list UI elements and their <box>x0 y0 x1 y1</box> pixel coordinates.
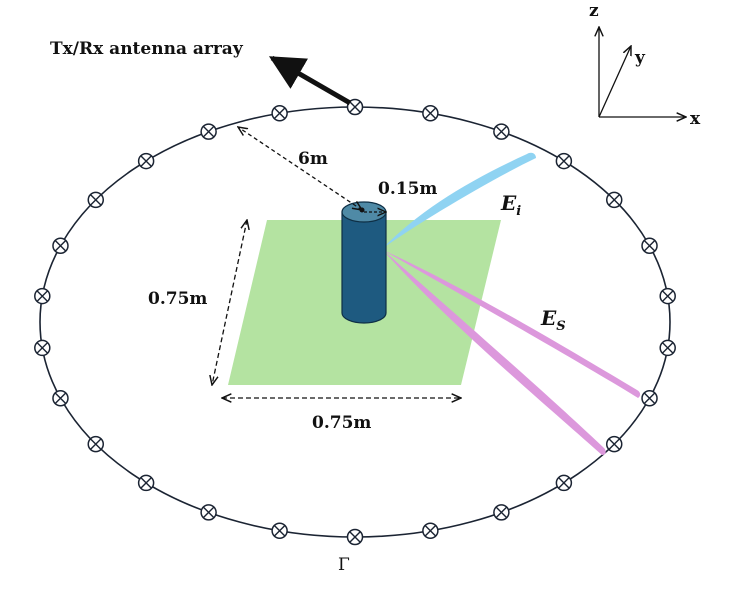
plane-depth-dimension-line <box>212 220 247 385</box>
antenna-element <box>87 191 105 209</box>
antenna-element <box>346 528 364 546</box>
antenna-element <box>346 98 364 116</box>
antenna-element <box>555 152 573 170</box>
plane-width-label: 0.75m <box>312 413 371 433</box>
antenna-element <box>422 522 439 540</box>
antenna-element <box>641 237 658 255</box>
x-axis-label: x <box>690 109 701 129</box>
antenna-element <box>271 522 288 540</box>
antenna-element <box>34 287 51 305</box>
antenna-element <box>605 435 623 453</box>
antenna-element <box>34 339 51 357</box>
plane-depth-label: 0.75m <box>148 289 207 309</box>
antenna-element <box>659 287 676 305</box>
coordinate-axes: z y x <box>589 1 701 129</box>
antenna-element <box>493 504 510 521</box>
incident-beam <box>383 152 536 248</box>
scattered-beam-lower <box>383 250 606 455</box>
antenna-element <box>641 389 658 407</box>
antenna-element <box>200 123 217 140</box>
antenna-element <box>555 474 573 492</box>
radius-label: 6m <box>298 149 328 169</box>
antenna-element <box>200 504 217 521</box>
antenna-element <box>137 474 155 492</box>
antenna-element <box>422 104 439 122</box>
cylinder-radius-label: 0.15m <box>378 179 437 199</box>
cylinder-target <box>341 201 387 324</box>
antenna-array-label: Tx/Rx antenna array <box>50 39 244 59</box>
contour-label: Γ <box>338 555 350 575</box>
radius-dimension-line <box>238 127 362 210</box>
antenna-element <box>605 191 623 209</box>
z-axis-label: z <box>589 1 599 21</box>
antenna-element <box>52 237 69 255</box>
antenna-element <box>87 435 105 453</box>
incident-field-label: Ei <box>500 191 521 219</box>
cylinder-center-dot <box>359 207 365 213</box>
antenna-pointer-arrow <box>268 55 352 106</box>
y-axis-label: y <box>634 48 646 68</box>
antenna-element <box>493 123 510 140</box>
antenna-element <box>271 104 288 122</box>
scattered-beam-upper <box>383 250 641 398</box>
antenna-element <box>659 339 676 357</box>
antenna-element <box>137 152 155 170</box>
y-axis <box>598 46 631 118</box>
antenna-element <box>52 389 69 407</box>
scattered-field-label: ES <box>540 306 566 334</box>
antenna-elements <box>34 98 676 546</box>
